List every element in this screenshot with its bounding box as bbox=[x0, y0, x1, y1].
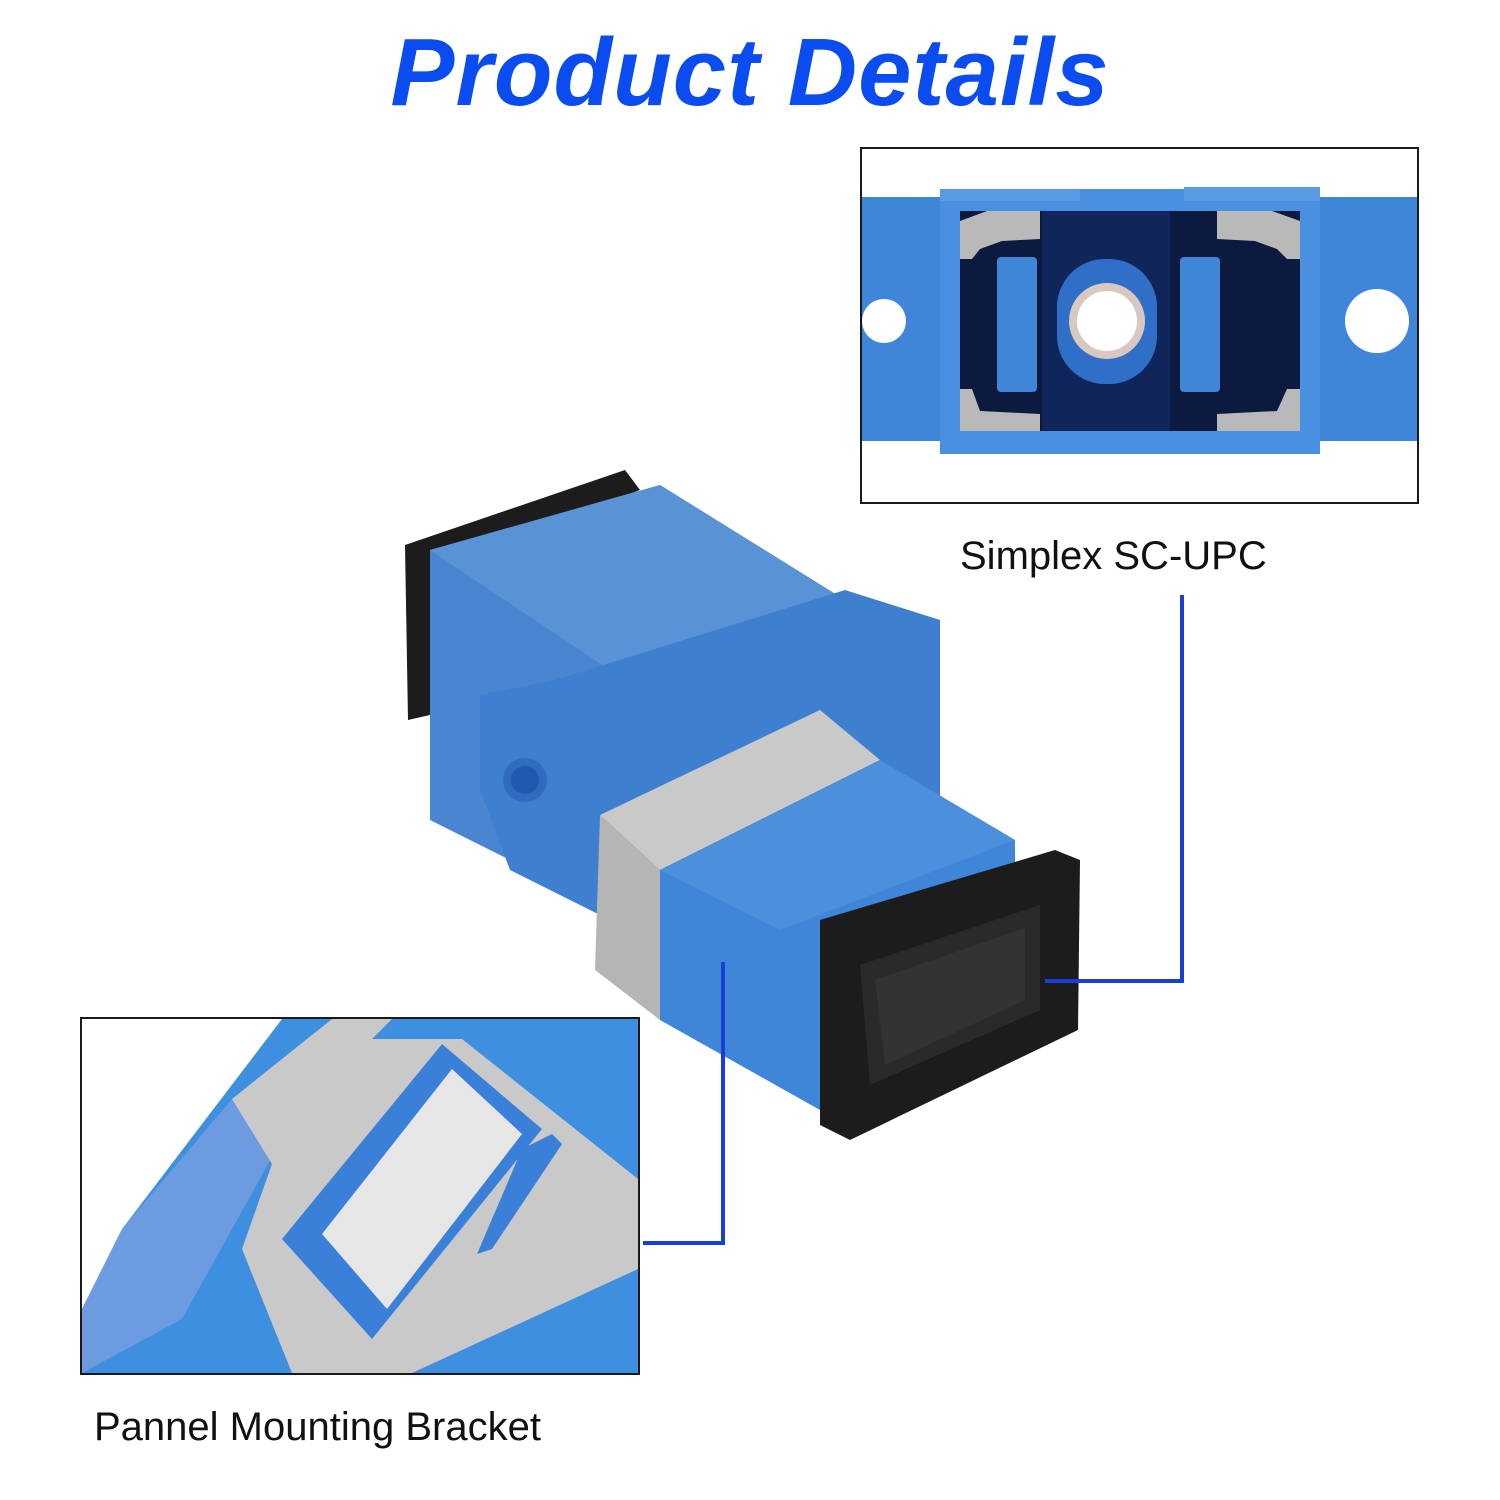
label-simplex-sc-upc: Simplex SC-UPC bbox=[960, 534, 1267, 578]
page-title: Product Details bbox=[390, 19, 1110, 126]
mounting-bracket-image bbox=[82, 1019, 638, 1373]
inset-front-view bbox=[860, 147, 1419, 504]
inset-bracket-closeup bbox=[80, 1017, 640, 1375]
product-main-image bbox=[400, 460, 1100, 1140]
sc-port-front-image bbox=[862, 187, 1417, 454]
label-pannel-mounting-bracket: Pannel Mounting Bracket bbox=[94, 1405, 541, 1449]
